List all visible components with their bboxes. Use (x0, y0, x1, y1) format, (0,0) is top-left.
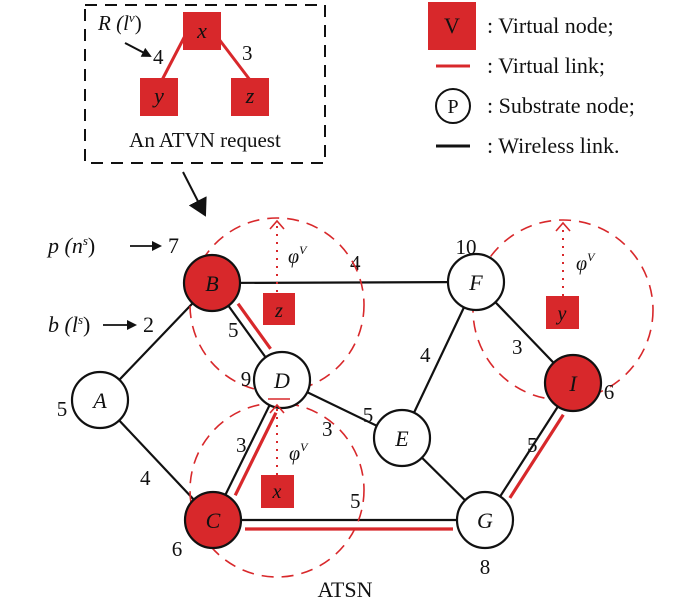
coverage-range-z (189, 217, 365, 393)
legend-label-substrate-node: : Substrate node; (487, 93, 635, 118)
legend-label-wireless-link: : Wireless link. (487, 133, 620, 158)
placed-virtual-nodes: z φV x φV y φV (261, 219, 596, 508)
request-link-x-y-weight: 4 (153, 45, 164, 69)
substrate-node-weight: 8 (480, 555, 491, 579)
placed-virtual-node-y-label: y (556, 303, 567, 325)
substrate-node-C: C6 (172, 490, 243, 561)
wireless-link-B-F (211, 280, 477, 285)
request-node-y (140, 78, 178, 116)
substrate-node-E: E5 (363, 403, 432, 468)
link-weight-annotation: b (ls) (48, 312, 90, 337)
phi-label-y: φV (576, 250, 596, 275)
substrate-node-circle (182, 253, 242, 313)
request-node-z-label: z (245, 83, 255, 108)
request-to-substrate-arrow (182, 171, 207, 217)
node-weight-annotation-value: 7 (168, 233, 179, 258)
substrate-node-weight: 6 (604, 380, 615, 404)
phi-range-z-arrowhead (269, 219, 285, 230)
substrate-node-label: A (91, 388, 107, 413)
link-weight-G-I: 5 (527, 433, 538, 457)
substrate-node-weight: 5 (57, 397, 68, 421)
request-caption: An ATVN request (129, 128, 281, 152)
link-weight-B-D: 5 (228, 318, 239, 342)
substrate-node-label: I (568, 371, 578, 396)
phi-label-x: φV (289, 440, 309, 465)
placed-virtual-node-x (261, 475, 294, 508)
substrate-node-weight: 10 (456, 235, 477, 259)
request-node-x-label: x (196, 18, 207, 43)
phi-range-y-arrowhead (555, 221, 571, 232)
node-weight-annotation: p (ns) (46, 233, 95, 258)
phi-label-z: φV (288, 243, 308, 268)
legend-item-virtual-link: : Virtual link; (436, 53, 605, 78)
request-link-annotation-arrow (124, 42, 152, 57)
substrate-node-A: A5 (57, 370, 130, 430)
legend-label-virtual-link: : Virtual link; (487, 53, 605, 78)
placed-virtual-node-z (263, 293, 295, 325)
substrate-node-label: E (394, 426, 409, 451)
virtual-paths (233, 302, 565, 531)
substrate-node-circle (252, 350, 312, 410)
substrate-node-label: F (468, 270, 483, 295)
virtual-path-G-I (508, 413, 565, 499)
substrate-node-circle (455, 490, 515, 550)
legend-item-substrate-node: P : Substrate node; (435, 88, 635, 124)
substrate-node-weight: 6 (172, 537, 183, 561)
placed-virtual-node-y (546, 296, 579, 329)
link-weight-E-F: 4 (420, 343, 431, 367)
substrate-node-B: B (182, 253, 242, 313)
substrate-node-circle (543, 353, 603, 413)
virtual-node-swatch (428, 2, 476, 50)
link-weight-F-I: 3 (512, 335, 523, 359)
substrate-node-label: G (477, 508, 493, 533)
legend-label-virtual-node: : Virtual node; (487, 13, 614, 38)
link-weight-C-G: 5 (350, 489, 361, 513)
substrate-node-weight: 5 (363, 403, 374, 427)
link-weight-B-F: 4 (350, 251, 361, 275)
placed-virtual-node-x-label: x (272, 481, 282, 503)
virtual-path-B-D (236, 302, 272, 350)
substrate-node-swatch (435, 88, 471, 124)
virtual-path-D-C (233, 411, 278, 496)
substrate-node-circle (446, 252, 506, 312)
substrate-node-circle (70, 370, 130, 430)
substrate-node-label: D (273, 368, 290, 393)
substrate-node-circle (183, 490, 243, 550)
phi-range-x-arrowhead (269, 403, 285, 414)
legend-item-wireless-link: : Wireless link. (436, 133, 620, 158)
request-node-z (231, 78, 269, 116)
substrate-node-label: C (206, 508, 221, 533)
link-weight-D-E: 3 (322, 417, 333, 441)
request-node-x (183, 12, 221, 50)
virtual-node-swatch-label: V (444, 13, 460, 38)
link-weight-annotation-value: 2 (143, 312, 154, 337)
legend-item-virtual-node: V : Virtual node; (428, 2, 614, 50)
request-link-annotation: R (lv) (97, 10, 142, 35)
substrate-node-circle (372, 408, 432, 468)
link-weight-C-D: 3 (236, 433, 247, 457)
placed-virtual-node-z-label: z (274, 300, 283, 322)
substrate-node-weight: 9 (241, 367, 252, 391)
substrate-node-D: D9 (241, 350, 312, 410)
substrate-node-F: F 10 (446, 235, 506, 312)
request-link-x-z-weight: 3 (242, 41, 253, 65)
substrate-node-label: B (205, 271, 218, 296)
request-node-y-label: y (152, 83, 164, 108)
substrate-node-swatch-label: P (447, 96, 458, 118)
atvn-request-box: x y z 4 3 R (lv) An ATVN request (84, 4, 326, 164)
legend: V : Virtual node; : Virtual link; P : Su… (428, 2, 635, 158)
request-dashed-border (84, 4, 326, 164)
link-weight-A-C: 4 (140, 466, 151, 490)
substrate-title: ATSN (317, 577, 372, 602)
substrate-node-G: G8 (455, 490, 515, 579)
